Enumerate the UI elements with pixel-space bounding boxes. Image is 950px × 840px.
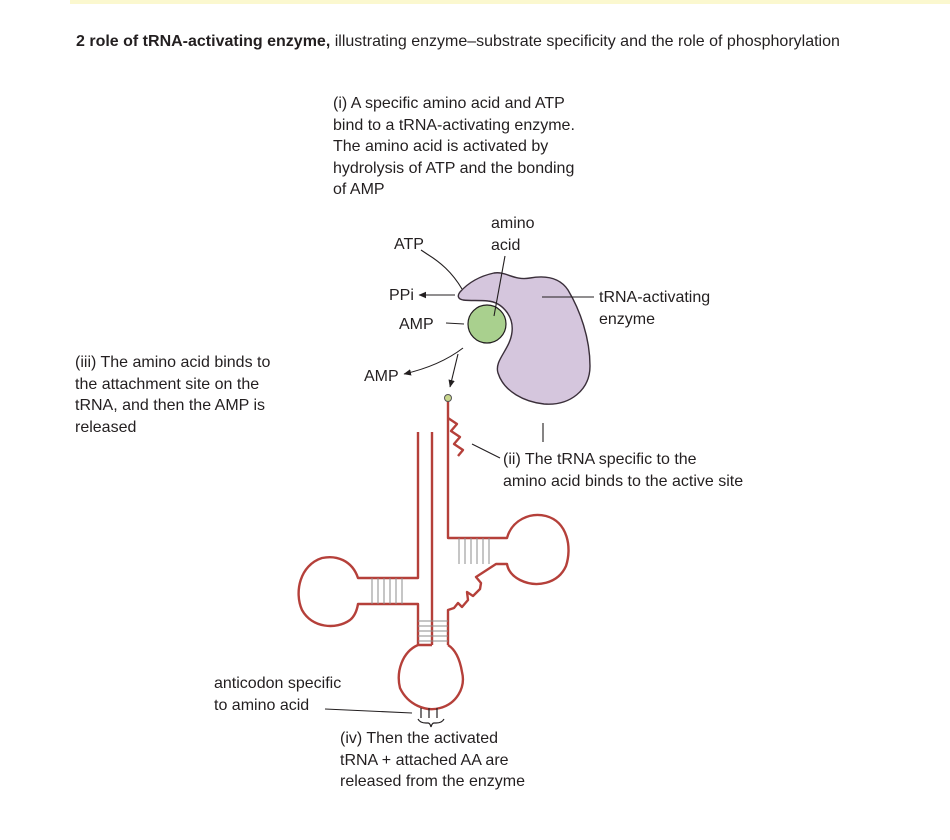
step-iv-caption: (iv) Then the activated tRNA + attached … [340, 730, 525, 790]
trna-base-pairs [371, 538, 490, 642]
heading-bold: 2 role of tRNA-activating enzyme, [76, 33, 331, 50]
figure-heading: 2 role of tRNA-activating enzyme, illust… [76, 33, 840, 51]
step-ii-caption: (ii) The tRNA specific to the amino acid… [503, 451, 744, 490]
ppi-label: PPi [389, 287, 414, 304]
amino-acid-label: amino acid [491, 215, 535, 254]
step-i-caption: (i) A specific amino acid and ATP bind t… [333, 95, 575, 198]
top-highlight-bar [70, 0, 950, 4]
atp-label: ATP [394, 236, 424, 253]
amp-released-label: AMP [364, 368, 399, 385]
enzyme-shape [457, 272, 591, 405]
step-iii-caption: (iii) The amino acid binds to the attach… [75, 354, 271, 436]
leader-lines [324, 249, 594, 714]
attachment-site [444, 394, 452, 402]
heading-rest: illustrating enzyme–substrate specificit… [330, 33, 840, 50]
trna-molecule [297, 400, 570, 711]
amp-bound-label: AMP [399, 316, 434, 333]
anticodon-ticks [420, 708, 438, 718]
enzyme-label: tRNA-activating enzyme [599, 289, 711, 328]
anticodon-brace [417, 718, 445, 728]
amino-acid-circle [467, 304, 507, 344]
anticodon-label: anticodon specific to amino acid [214, 675, 342, 714]
